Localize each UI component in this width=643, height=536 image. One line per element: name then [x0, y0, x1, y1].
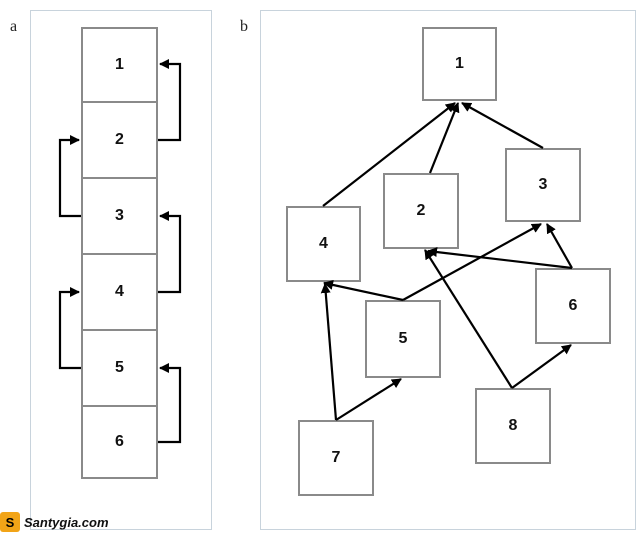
node-label: 3 [115, 207, 124, 224]
node-label: 5 [115, 359, 124, 376]
arrow-b-8-to-6 [511, 344, 572, 389]
node-label: 2 [416, 202, 426, 219]
arrow-b-7-to-4 [320, 283, 338, 421]
watermark-text: Santygia.com [24, 514, 109, 530]
panel-b-node-7: 7 [298, 420, 374, 496]
panel-b-node-2: 2 [383, 173, 459, 249]
panel-b-node-1: 1 [422, 27, 497, 101]
arrow-a-4-to-3 [158, 211, 182, 294]
watermark: S Santygia.com [0, 510, 109, 534]
arrow-b-3-to-1 [461, 102, 544, 149]
arrow-b-6-to-2 [427, 247, 573, 270]
arrow-b-7-to-5 [335, 378, 402, 421]
node-label: 8 [508, 417, 518, 434]
node-label: 6 [568, 297, 578, 314]
node-label: 4 [319, 235, 328, 252]
panel-a-label: a [10, 18, 18, 35]
arrow-b-2-to-1 [428, 102, 460, 174]
panel-b-label: b [240, 18, 248, 35]
arrow-b-5-to-3 [402, 223, 542, 301]
panel-a-node-5: 5 [81, 329, 158, 407]
arrow-b-5-to-4 [323, 280, 404, 302]
node-label: 1 [115, 56, 124, 73]
arrow-a-5-to-4 [58, 287, 81, 370]
arrow-a-2-to-1 [158, 59, 182, 142]
panel-a-node-2: 2 [81, 101, 158, 179]
book-logo-icon: S [0, 512, 20, 532]
panel-b-node-6: 6 [535, 268, 611, 344]
arrow-b-8-to-2 [424, 249, 513, 389]
node-label: 4 [115, 283, 124, 300]
node-label: 5 [398, 330, 408, 347]
node-label: 2 [115, 131, 124, 148]
arrow-b-6-to-3 [546, 223, 573, 269]
arrow-a-6-to-5 [158, 363, 182, 444]
node-label: 1 [455, 55, 464, 72]
panel-a-node-4: 4 [81, 253, 158, 331]
panel-b-node-8: 8 [475, 388, 551, 464]
panel-a-node-3: 3 [81, 177, 158, 255]
arrow-a-3-to-2 [58, 135, 81, 218]
node-label: 3 [538, 176, 548, 193]
panel-b-node-3: 3 [505, 148, 581, 222]
node-label: 6 [115, 433, 124, 450]
panel-a-node-6: 6 [81, 405, 158, 479]
panel-b-node-5: 5 [365, 300, 441, 378]
node-label: 7 [331, 449, 341, 466]
arrow-b-4-to-1 [322, 102, 456, 207]
panel-b-node-4: 4 [286, 206, 361, 282]
